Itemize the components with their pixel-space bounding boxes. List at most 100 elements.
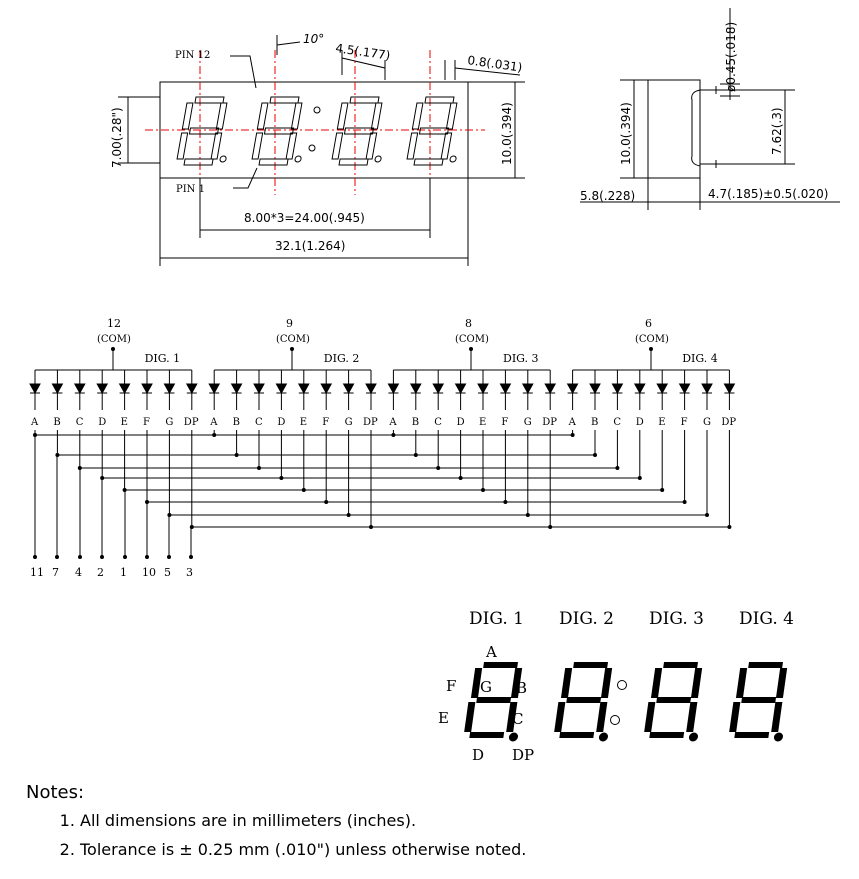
- display-segment: [734, 732, 770, 738]
- height-label: 10.0(.394): [500, 102, 514, 165]
- com-node: [111, 347, 115, 351]
- pitch-label: 8.00*3=24.00(.945): [244, 211, 365, 225]
- display-segment: [464, 702, 476, 732]
- pin-len-label: 4.7(.185)±0.5(.020): [708, 187, 828, 201]
- package-segment: [424, 96, 455, 104]
- display-segment: [470, 668, 483, 698]
- package-dp: [219, 155, 227, 163]
- depth-label: 5.8(.228): [580, 189, 635, 203]
- package-segment: [188, 127, 220, 135]
- package-segment: [406, 132, 419, 160]
- package-side-view: [580, 8, 840, 210]
- display-segment: [663, 662, 698, 668]
- display-dig3-label: DIG. 3: [649, 609, 704, 629]
- display-dp: [688, 732, 699, 742]
- display-segment: [771, 702, 783, 732]
- diode-triangle: [544, 383, 557, 395]
- diode-triangle: [51, 383, 64, 395]
- segment-pin-label: D: [636, 417, 644, 428]
- package-segment: [183, 158, 214, 166]
- package-digits: [176, 96, 458, 166]
- package-digit: [251, 96, 303, 166]
- digit-name-label: DIG. 4: [682, 352, 718, 365]
- digit-name-label: DIG. 1: [145, 352, 181, 365]
- pin-node: [55, 555, 59, 559]
- package-segment: [285, 132, 298, 160]
- seg-width-label: 4.5(.177): [335, 41, 392, 63]
- pin-node: [33, 555, 37, 559]
- display-segment: [644, 702, 656, 732]
- package-segment: [349, 96, 380, 104]
- display-dig1-label: DIG. 1: [469, 609, 524, 629]
- com-label: (COM): [455, 334, 489, 345]
- package-segment: [194, 96, 225, 104]
- segment-pin-label: C: [76, 417, 84, 428]
- segment-pin-label: F: [681, 417, 688, 428]
- bottom-pin-number: 1: [120, 566, 127, 579]
- colon-dot-bottom: [308, 144, 316, 152]
- display-segment: [573, 662, 608, 668]
- segment-pin-label: D: [277, 417, 285, 428]
- package-segment: [331, 132, 344, 160]
- display-digit-labels: DIG. 1 DIG. 2 DIG. 3 DIG. 4: [469, 609, 794, 629]
- display-segment: [729, 702, 741, 732]
- display-segment: [748, 662, 783, 668]
- display-segment: [656, 697, 692, 703]
- bottom-pin-number: 10: [142, 566, 156, 579]
- digit-name-label: DIG. 3: [503, 352, 539, 365]
- diode-triangle: [656, 383, 669, 395]
- segment-pin-label: A: [209, 417, 218, 428]
- display-segment: [735, 668, 748, 698]
- package-front-labels: PIN 12 PIN 1 10° 4.5(.177) 0.8(.031) 7.0…: [110, 32, 523, 253]
- diode-triangle: [275, 383, 288, 395]
- segment-pin-label: A: [388, 417, 397, 428]
- segment-pin-label: B: [412, 417, 419, 428]
- side-body: [647, 79, 701, 179]
- diode-triangle: [230, 383, 243, 395]
- seg-b-label: B: [516, 679, 527, 697]
- notes-title: Notes:: [26, 782, 85, 803]
- display-segment: [483, 662, 518, 668]
- diode-triangle: [320, 383, 333, 395]
- package-segment: [343, 127, 375, 135]
- angle-label: 10°: [303, 32, 324, 46]
- display-colon-bottom: [610, 715, 620, 725]
- note-item: Tolerance is ± 0.25 mm (.010") unless ot…: [80, 840, 526, 859]
- display-segment: [690, 668, 703, 698]
- package-segment: [181, 102, 194, 130]
- com-label: (COM): [97, 334, 131, 345]
- seg-f-label: F: [446, 677, 456, 695]
- segment-pin-label: F: [501, 417, 508, 428]
- segment-pin-label: A: [30, 417, 39, 428]
- com-node: [290, 347, 294, 351]
- package-segment: [210, 132, 223, 160]
- segment-pin-label: G: [345, 417, 353, 428]
- diode-triangle: [253, 383, 265, 395]
- bottom-pin-number: 3: [186, 566, 193, 579]
- display-digits: [464, 662, 788, 742]
- package-segment: [176, 132, 189, 160]
- display-segment: [600, 668, 613, 698]
- package-segment: [365, 132, 378, 160]
- com-pin-number: 6: [645, 317, 652, 330]
- segment-pin-label: E: [121, 417, 128, 428]
- diode-triangle: [701, 383, 713, 395]
- display-segment: [566, 697, 602, 703]
- display-colon-top: [617, 680, 627, 690]
- com-node: [649, 347, 653, 351]
- pin-node: [123, 555, 127, 559]
- diode-triangle: [208, 383, 221, 395]
- diode-triangle: [432, 383, 445, 395]
- display-dig4-label: DIG. 4: [739, 609, 794, 629]
- pin-node: [145, 555, 149, 559]
- segment-pin-label: G: [703, 417, 711, 428]
- segment-pin-label: DP: [721, 417, 736, 428]
- diode-triangle: [566, 383, 579, 395]
- segment-pin-label: E: [300, 417, 307, 428]
- display-dp: [508, 732, 519, 742]
- package-segment: [258, 158, 289, 166]
- package-side-labels: ø0.45(.018) 10.0(.394) 7.62(.3) 5.8(.228…: [580, 22, 828, 203]
- segment-pin-label: F: [322, 417, 329, 428]
- com-label: (COM): [276, 334, 310, 345]
